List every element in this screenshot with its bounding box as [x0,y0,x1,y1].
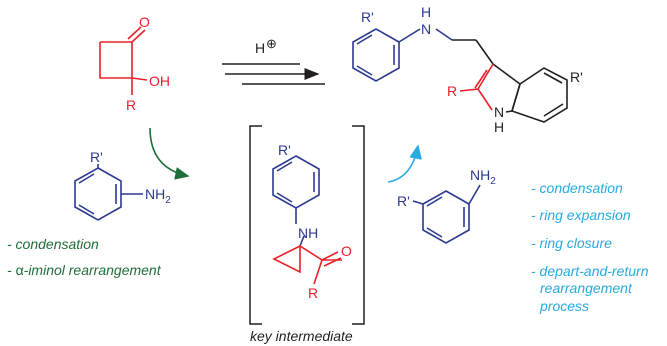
product-ethyl-chain [452,39,494,65]
intermediate-molecule [272,155,342,285]
right-step-rearrangement: rearrangement [540,280,633,296]
product-indole [459,63,568,123]
product-indole-h-label: H [494,119,504,135]
product-n-label: N [421,21,431,37]
reaction-arrows [222,63,325,85]
right-aniline-r-prime-label: R' [397,193,410,209]
intermediate-r-prime-label: R' [278,142,291,158]
cyclobutanone-r-label: R [126,97,136,113]
right-step-process: process [539,298,589,314]
product-h-label: H [421,4,431,20]
product-r-prime-right-label: R' [570,69,583,85]
intermediate-nh-label: NH [298,225,318,241]
left-aniline-molecule [74,164,143,221]
cyan-curved-arrow [387,144,422,183]
right-step-condensation: - condensation [531,180,623,196]
intermediate-brackets [249,125,365,325]
cyclobutanone-oh-label: OH [149,73,170,89]
right-step-depart-and-return: - depart-and-return [531,263,649,279]
reagent-charge-icon: ⊕ [266,36,277,51]
cyclobutanone-molecule [99,26,148,95]
green-curved-arrow [149,127,190,180]
intermediate-caption: key intermediate [250,328,353,344]
left-aniline-r-prime-label: R' [90,149,103,165]
left-step-condensation: - condensation [7,236,99,252]
product-aniline-ring [352,28,453,82]
product-r-label: R [447,83,457,99]
left-step-iminol-rearrangement: - α-iminol rearrangement [7,262,162,278]
intermediate-r-label: R [308,285,318,301]
product-r-prime-left-label: R' [361,9,374,25]
left-aniline-nh2-label: NH2 [145,186,171,206]
product-indole-n-label: N [494,104,504,120]
reagent-h-label: H [255,40,265,56]
right-aniline-nh2-label: NH2 [470,167,496,187]
right-aniline-molecule [412,184,481,244]
intermediate-o-label: O [341,243,352,259]
right-step-ring-expansion: - ring expansion [531,207,631,223]
cyclobutanone-o-label: O [139,14,150,30]
right-step-ring-closure: - ring closure [531,235,612,251]
